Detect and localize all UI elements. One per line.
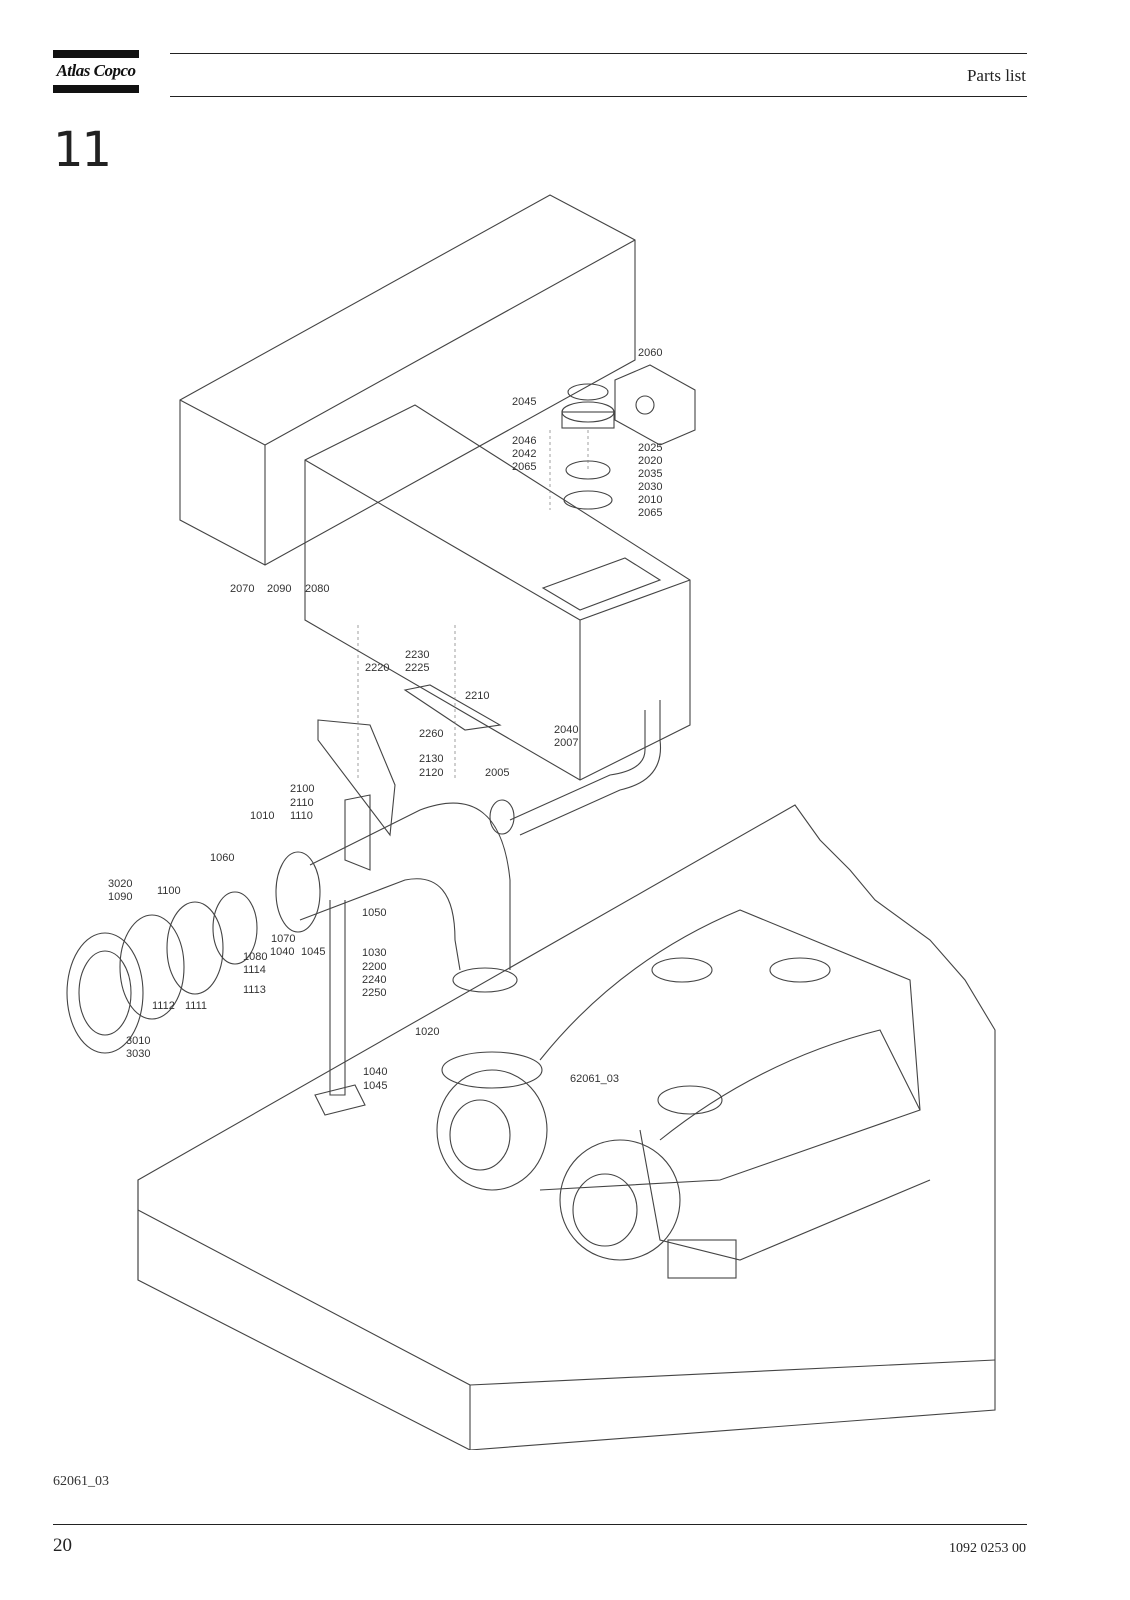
label-2240: 2240 bbox=[362, 974, 386, 986]
label-1045b: 1045 bbox=[363, 1080, 387, 1092]
label-2250: 2250 bbox=[362, 987, 386, 999]
atlas-copco-logo: Atlas Copco bbox=[53, 50, 139, 94]
label-2065: 2065 bbox=[512, 461, 536, 473]
header-rule-bottom bbox=[170, 96, 1027, 97]
drawing-watermark-code: 62061_03 bbox=[570, 1073, 619, 1085]
label-1010: 1010 bbox=[250, 810, 274, 822]
label-2046: 2046 bbox=[512, 435, 536, 447]
label-2005: 2005 bbox=[485, 767, 509, 779]
label-2042: 2042 bbox=[512, 448, 536, 460]
label-1112: 1112 bbox=[152, 1000, 175, 1012]
label-2040: 2040 bbox=[554, 724, 578, 736]
label-2030: 2030 bbox=[638, 481, 662, 493]
label-1090: 1090 bbox=[108, 891, 132, 903]
label-2200: 2200 bbox=[362, 961, 386, 973]
label-2130: 2130 bbox=[419, 753, 443, 765]
label-2260: 2260 bbox=[419, 728, 443, 740]
label-1040b: 1040 bbox=[363, 1066, 387, 1078]
label-2110: 2110 bbox=[290, 797, 314, 809]
filter-box bbox=[304, 404, 691, 781]
label-1020: 1020 bbox=[415, 1026, 439, 1038]
label-1111: 1111 bbox=[185, 1000, 207, 1012]
part-number-labels: 2060 2045 2046 2042 2065 2025 2020 2035 … bbox=[108, 347, 662, 1092]
label-1040a: 1040 bbox=[270, 946, 294, 958]
label-2025: 2025 bbox=[638, 442, 662, 454]
label-1030: 1030 bbox=[362, 947, 386, 959]
label-1080: 1080 bbox=[243, 951, 267, 963]
label-1100: 1100 bbox=[157, 885, 181, 897]
exploded-parts-drawing: 2060 2045 2046 2042 2065 2025 2020 2035 … bbox=[60, 180, 1030, 1450]
label-2230: 2230 bbox=[405, 649, 429, 661]
document-number: 1092 0253 00 bbox=[949, 1541, 1026, 1556]
label-2010: 2010 bbox=[638, 494, 662, 506]
figure-code: 62061_03 bbox=[53, 1474, 109, 1489]
label-3020: 3020 bbox=[108, 878, 132, 890]
label-1050: 1050 bbox=[362, 907, 386, 919]
label-2020: 2020 bbox=[638, 455, 662, 467]
label-1070: 1070 bbox=[271, 933, 295, 945]
label-1113: 1113 bbox=[243, 984, 266, 996]
header-rule-top bbox=[170, 53, 1027, 54]
label-2100: 2100 bbox=[290, 783, 314, 795]
section-title: Parts list bbox=[966, 66, 1026, 85]
label-2035: 2035 bbox=[638, 468, 662, 480]
label-2060: 2060 bbox=[638, 347, 662, 359]
footer-rule bbox=[53, 1524, 1027, 1525]
silencer-housing bbox=[179, 194, 636, 566]
label-2220: 2220 bbox=[365, 662, 389, 674]
label-1060: 1060 bbox=[210, 852, 234, 864]
logo-bar-bottom bbox=[53, 85, 139, 93]
label-1114: 1114 bbox=[243, 964, 266, 976]
chapter-number: 11 bbox=[53, 122, 112, 178]
label-2210: 2210 bbox=[465, 690, 489, 702]
base-frame bbox=[137, 804, 996, 1450]
label-2007: 2007 bbox=[554, 737, 578, 749]
label-3030: 3030 bbox=[126, 1048, 150, 1060]
label-2120: 2120 bbox=[419, 767, 443, 779]
logo-text: Atlas Copco bbox=[56, 61, 136, 80]
label-1045a: 1045 bbox=[301, 946, 325, 958]
label-2090: 2090 bbox=[267, 583, 291, 595]
parts-drawing-svg: 2060 2045 2046 2042 2065 2025 2020 2035 … bbox=[66, 194, 996, 1450]
page-number: 20 bbox=[53, 1535, 72, 1556]
label-2065b: 2065 bbox=[638, 507, 662, 519]
label-2080: 2080 bbox=[305, 583, 329, 595]
label-2225: 2225 bbox=[405, 662, 429, 674]
logo-bar-top bbox=[53, 50, 139, 58]
label-3010: 3010 bbox=[126, 1035, 150, 1047]
label-2070: 2070 bbox=[230, 583, 254, 595]
label-2045: 2045 bbox=[512, 396, 536, 408]
drawing-leader-lines bbox=[357, 430, 589, 780]
label-1110: 1110 bbox=[290, 810, 313, 822]
